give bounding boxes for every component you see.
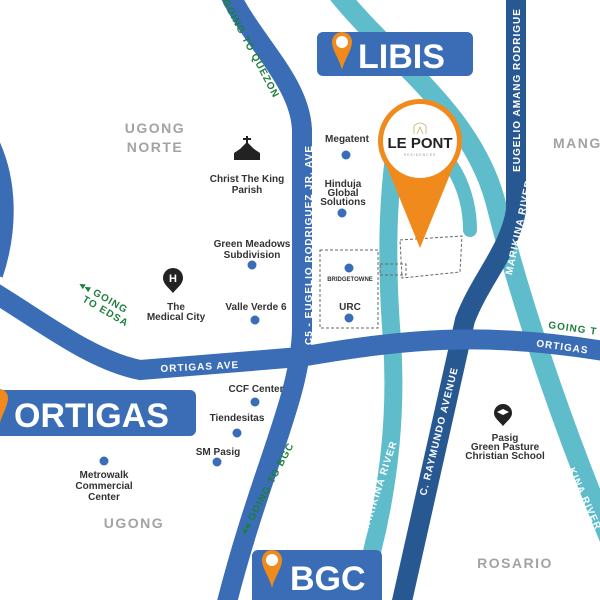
district-libis: LIBIS: [317, 32, 473, 76]
poi-bridgetowne: BRIDGETOWNE: [327, 263, 373, 283]
amang-rodriguez-road: [391, 0, 526, 600]
svg-text:Medical City: Medical City: [147, 312, 206, 323]
svg-text:Megatent: Megatent: [325, 134, 370, 145]
svg-text:Valle Verde 6: Valle Verde 6: [225, 302, 287, 313]
district-bgc: BGC: [252, 550, 382, 600]
area-rosario: ROSARIO: [477, 555, 553, 571]
svg-text:LIBIS: LIBIS: [358, 38, 445, 76]
poi-megatent: Megatent: [325, 134, 370, 160]
amang-road-label: EUGELIO AMANG RODRIGUE: [512, 8, 523, 172]
bridgetowne-parcels: [319, 235, 463, 329]
svg-text:Green Pasture: Green Pasture: [471, 442, 540, 453]
svg-text:CCF Center: CCF Center: [228, 384, 283, 395]
svg-text:URC: URC: [339, 302, 361, 313]
svg-text:H: H: [169, 273, 177, 285]
le-pont-name: LE PONT: [387, 135, 452, 152]
poi-tiendesitas: Tiendesitas: [210, 413, 265, 438]
svg-text:Solutions: Solutions: [320, 197, 366, 208]
svg-text:BGC: BGC: [290, 560, 366, 598]
area-ugong-norte: UGONG: [125, 120, 185, 136]
svg-text:Global: Global: [327, 188, 358, 199]
poi-green-pasture-school: Pasig Green Pasture Christian School: [465, 404, 545, 462]
svg-text:Christ The King: Christ The King: [210, 174, 284, 185]
hospital-icon: H: [163, 268, 183, 293]
area-ugong: UGONG: [104, 515, 164, 531]
svg-text:Center: Center: [88, 492, 120, 503]
location-pin-icon: [332, 32, 352, 70]
poi-christ-the-king: Christ The King Parish: [210, 136, 284, 196]
svg-text:Pasig: Pasig: [492, 433, 519, 444]
poi-sm-pasig: SM Pasig: [196, 447, 240, 467]
church-icon: [234, 136, 260, 160]
poi-valle-verde: Valle Verde 6: [225, 302, 287, 325]
svg-text:Subdivision: Subdivision: [224, 250, 281, 261]
area-ugong-norte-2: NORTE: [127, 139, 184, 155]
area-mang: MANG: [553, 135, 600, 151]
svg-text:Green Meadows: Green Meadows: [214, 239, 291, 250]
poi-green-meadows: Green Meadows Subdivision: [214, 239, 291, 270]
svg-text:Metrowalk: Metrowalk: [80, 470, 129, 481]
poi-hinduja: Hinduja Global Solutions: [320, 179, 366, 218]
svg-text:Commercial: Commercial: [75, 481, 132, 492]
svg-text:Christian School: Christian School: [465, 451, 545, 462]
district-ortigas: ORTIGAS: [0, 389, 196, 436]
school-icon: [494, 404, 512, 426]
svg-text:BRIDGETOWNE: BRIDGETOWNE: [327, 277, 373, 283]
svg-text:ORTIGAS: ORTIGAS: [14, 397, 169, 435]
location-pin-icon: [262, 550, 282, 588]
poi-medical-city: H The Medical City: [147, 268, 206, 323]
poi-ccf: CCF Center: [228, 384, 284, 407]
ortigas-ave-label: ORTIGAS AVE: [160, 360, 239, 375]
svg-text:The: The: [167, 302, 185, 313]
svg-text:Hinduja: Hinduja: [325, 179, 362, 190]
le-pont-sub: RESIDENCES: [404, 153, 437, 157]
svg-text:Parish: Parish: [232, 185, 263, 196]
poi-urc: URC: [339, 302, 361, 323]
c5-road-label: C5 - EUGELIO RODRIGUEZ JR. AVE: [304, 145, 315, 345]
le-pont-logo-icon: [413, 122, 427, 135]
location-pin-icon: [0, 389, 8, 423]
svg-text:SM Pasig: SM Pasig: [196, 447, 240, 458]
poi-metrowalk: Metrowalk Commercial Center: [75, 456, 133, 503]
svg-text:Tiendesitas: Tiendesitas: [210, 413, 265, 424]
le-pont-pin: LE PONT RESIDENCES: [378, 99, 462, 248]
